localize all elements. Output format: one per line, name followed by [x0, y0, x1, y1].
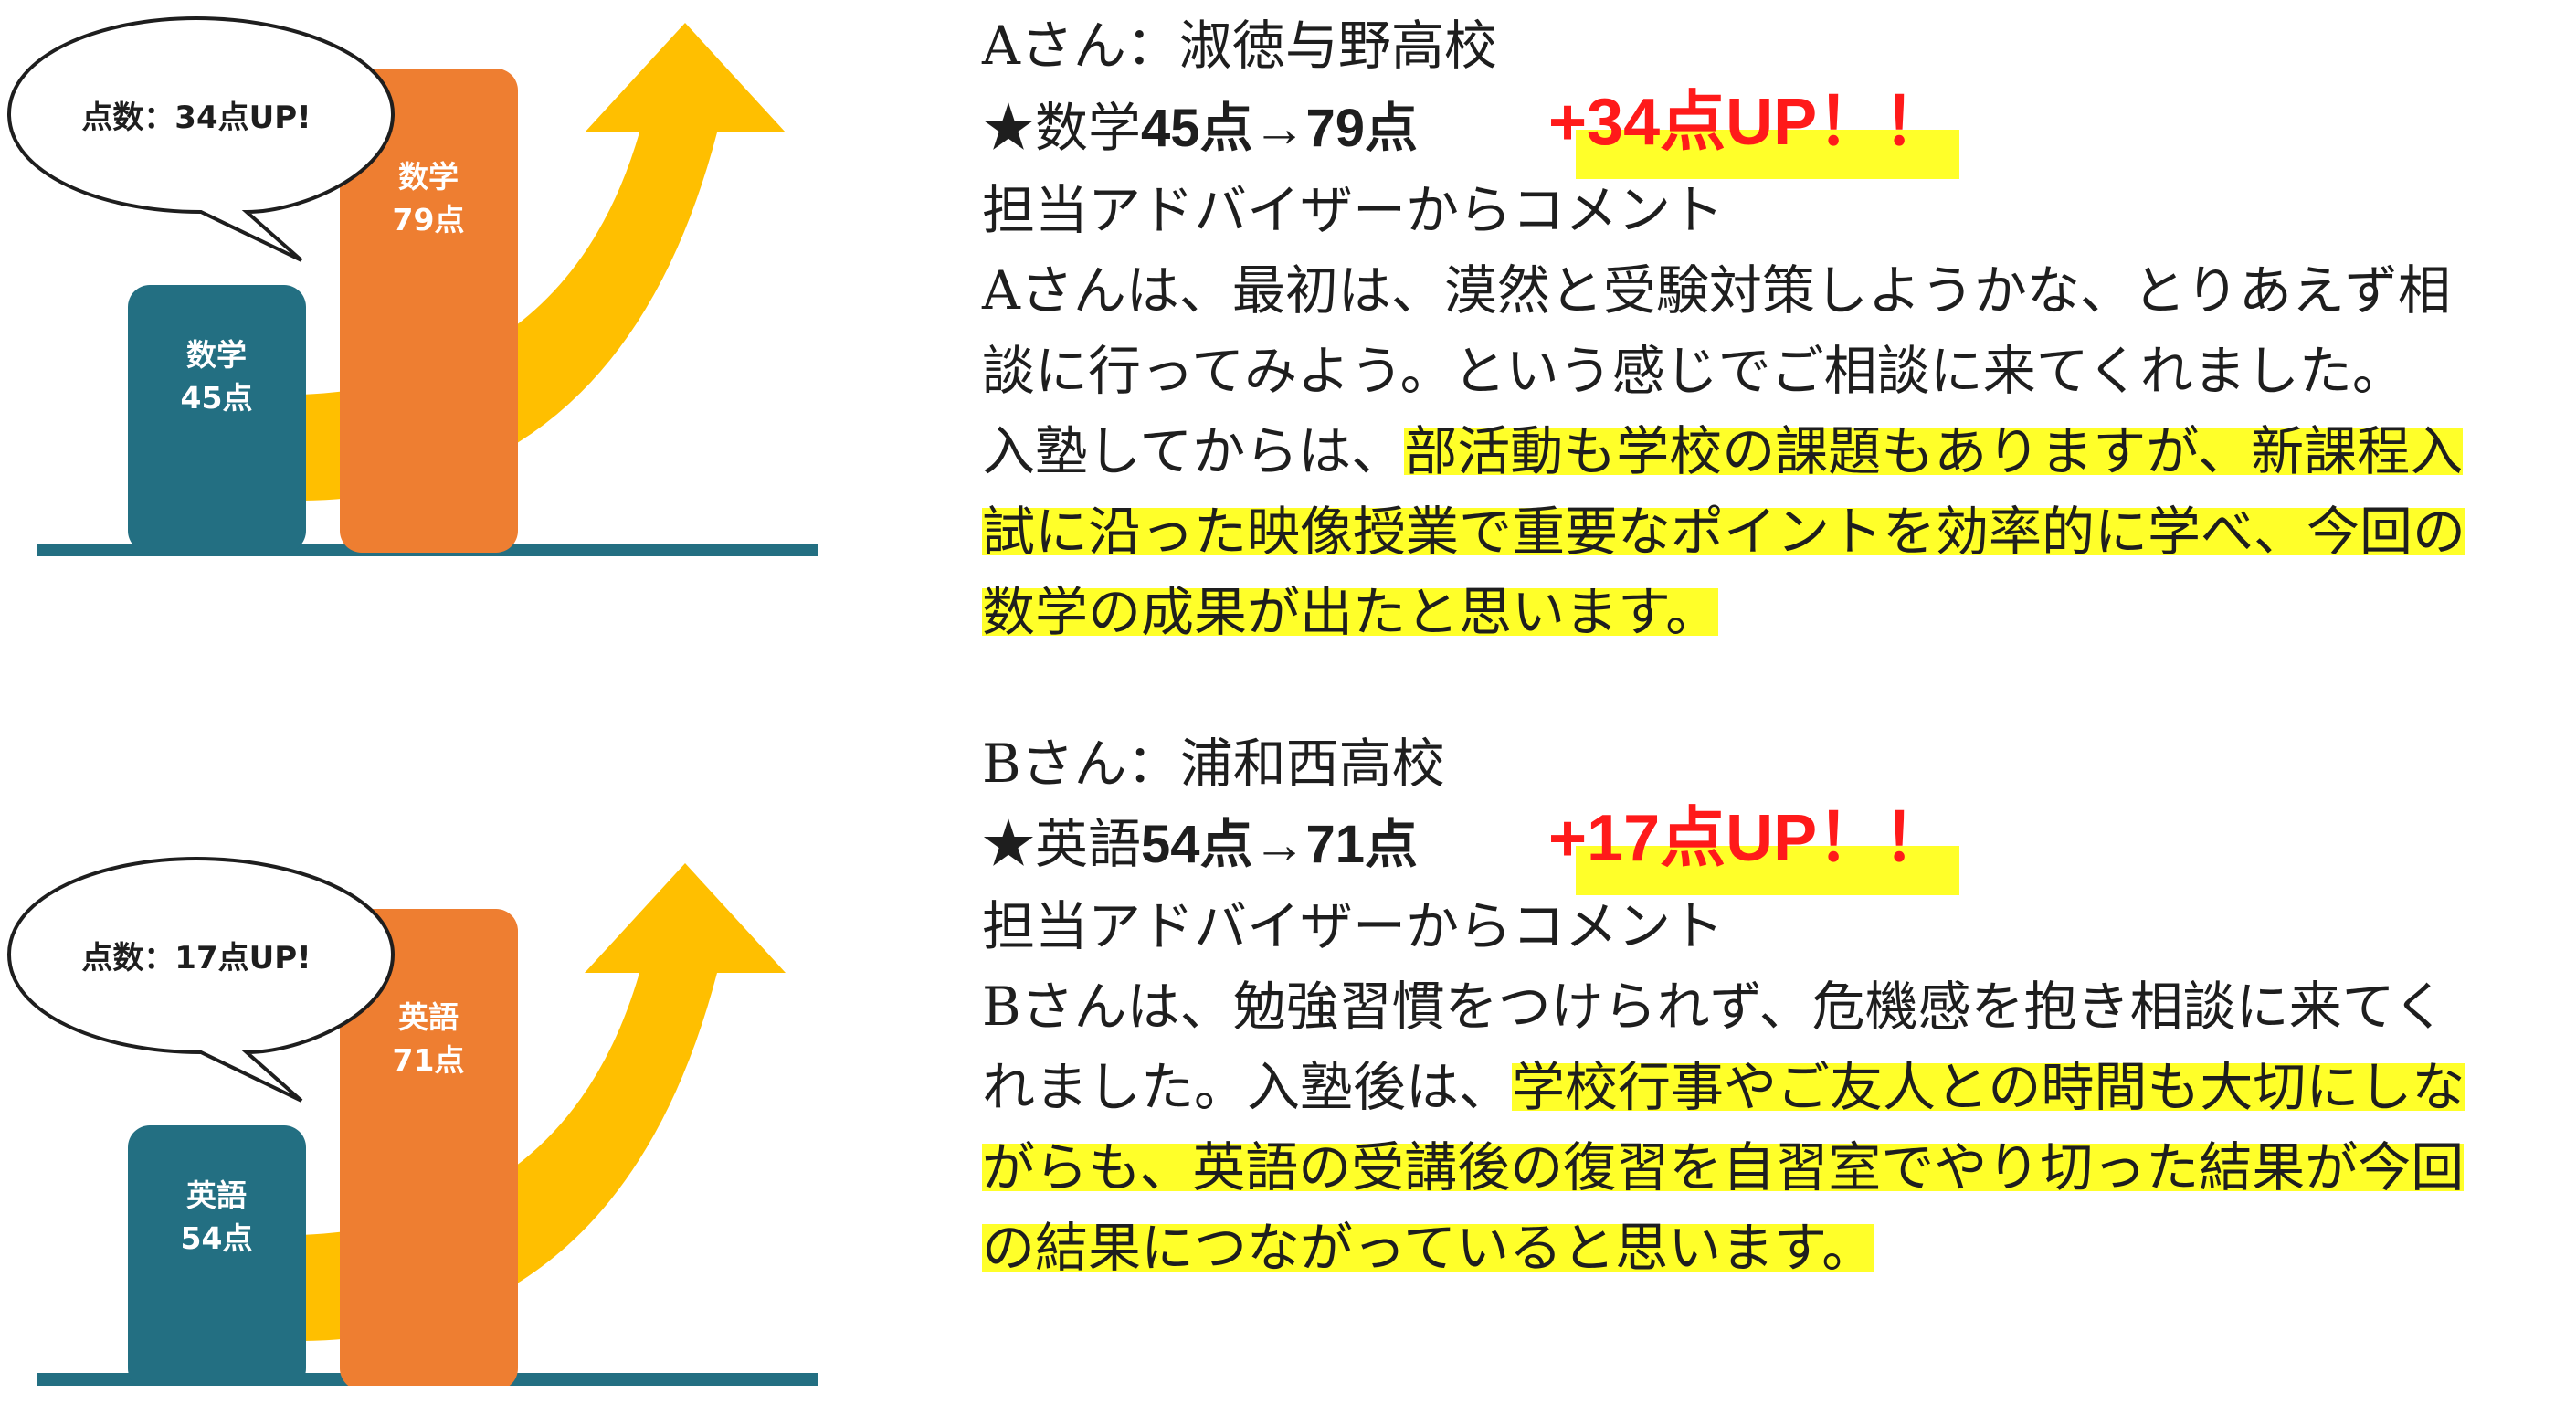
comment-plain-text: 入塾してからは、 — [982, 420, 1405, 482]
after-bar-subject: 英語 — [398, 999, 459, 1035]
comment-line: 入塾してからは、部活動も学校の課題もありますが、新課程入 — [982, 411, 2464, 491]
student-school: Bさん：浦和西高校 — [982, 733, 1445, 795]
score-line: ★英語54点→71点 — [982, 804, 1418, 884]
score-line: ★数学45点→79点 — [982, 88, 1418, 168]
up-label: +17点UP！！ — [1548, 802, 1949, 875]
comment-line: Aさんは、最初は、漠然と受験対策しようかな、とりあえず相 — [982, 250, 2451, 331]
speech-bubble-icon — [6, 856, 396, 1103]
up-label-highlight — [1576, 846, 1959, 895]
speech-bubble-icon — [6, 16, 396, 262]
score-bar-illustration-a: 数学 45点 数学 79点 点数：34点UP! — [6, 16, 818, 556]
after-bar — [340, 69, 518, 553]
comment-line: の結果につながっていると思います。 — [982, 1208, 1875, 1288]
comment-line: 数学の成果が出たと思います。 — [982, 572, 1719, 652]
score-line-prefix: ★英語 — [982, 813, 1142, 875]
comment-line: Bさんは、勉強習慣をつけられず、危機感を抱き相談に来てく — [982, 966, 2446, 1047]
score-graphic-b: 英語 54点 英語 71点 点数：17点UP! — [0, 840, 859, 1425]
before-bar — [128, 1125, 306, 1386]
entry-a: Aさん：淑徳与野高校 ★数学45点→79点 +34点UP！！ 担当アドバイザーか… — [982, 0, 2571, 658]
comment-highlighted-text: 部活動も学校の課題もありますが、新課程入 — [1404, 420, 2464, 482]
student-school: Aさん：淑徳与野高校 — [982, 15, 1497, 77]
after-bar-score: 71点 — [393, 1042, 465, 1078]
comment-highlighted-text: がらも、英語の受講後の復習を自習室でやり切った結果が今回 — [982, 1136, 2465, 1198]
comment-line: れました。入塾後は、学校行事やご友人との時間も大切にしな — [982, 1047, 2465, 1127]
after-bar-subject: 数学 — [398, 159, 459, 195]
entry-b: Bさん：浦和西高校 ★英語54点→71点 +17点UP！！ 担当アドバイザーから… — [982, 723, 2571, 1308]
up-label-highlight — [1576, 130, 1959, 179]
comment-plain-text: 談に行ってみよう。という感じでご相談に来てくれました。 — [982, 340, 2405, 402]
bubble-text: 点数：17点UP! — [81, 940, 311, 976]
comment-plain-text: Bさんは、勉強習慣をつけられず、危機感を抱き相談に来てく — [982, 976, 2446, 1038]
comment-highlighted-text: 数学の成果が出たと思います。 — [982, 581, 1719, 643]
score-bar-illustration-b: 英語 54点 英語 71点 点数：17点UP! — [6, 856, 818, 1386]
up-label: +34点UP！！ — [1548, 86, 1949, 159]
comment-line: 談に行ってみよう。という感じでご相談に来てくれました。 — [982, 331, 2405, 411]
before-bar — [128, 285, 306, 553]
before-bar-score: 54点 — [181, 1220, 253, 1256]
comment-highlighted-text: 試に沿った映像授業で重要なポイントを効率的に学べ、今回の — [982, 501, 2466, 563]
score-line-numbers: 45点→79点 — [1141, 99, 1419, 158]
score-line-prefix: ★数学 — [982, 97, 1142, 159]
before-bar-subject: 英語 — [186, 1177, 247, 1213]
after-bar — [340, 909, 518, 1386]
comment-plain-text: れました。入塾後は、 — [982, 1056, 1513, 1118]
comment-line: 試に沿った映像授業で重要なポイントを効率的に学べ、今回の — [982, 491, 2466, 572]
comment-line: がらも、英語の受講後の復習を自習室でやり切った結果が今回 — [982, 1127, 2465, 1208]
before-bar-subject: 数学 — [186, 337, 247, 373]
comment-highlighted-text: の結果につながっていると思います。 — [982, 1217, 1875, 1279]
comment-plain-text: Aさんは、最初は、漠然と受験対策しようかな、とりあえず相 — [982, 259, 2451, 322]
bubble-text: 点数：34点UP! — [81, 100, 311, 136]
after-bar-score: 79点 — [393, 202, 465, 238]
comment-heading: 担当アドバイザーからコメント — [982, 179, 1725, 241]
score-line-numbers: 54点→71点 — [1141, 815, 1419, 874]
score-graphic-a: 数学 45点 数学 79点 点数：34点UP! — [0, 0, 859, 585]
comment-heading: 担当アドバイザーからコメント — [982, 895, 1725, 957]
comment-highlighted-text: 学校行事やご友人との時間も大切にしな — [1512, 1056, 2465, 1118]
before-bar-score: 45点 — [181, 380, 253, 416]
